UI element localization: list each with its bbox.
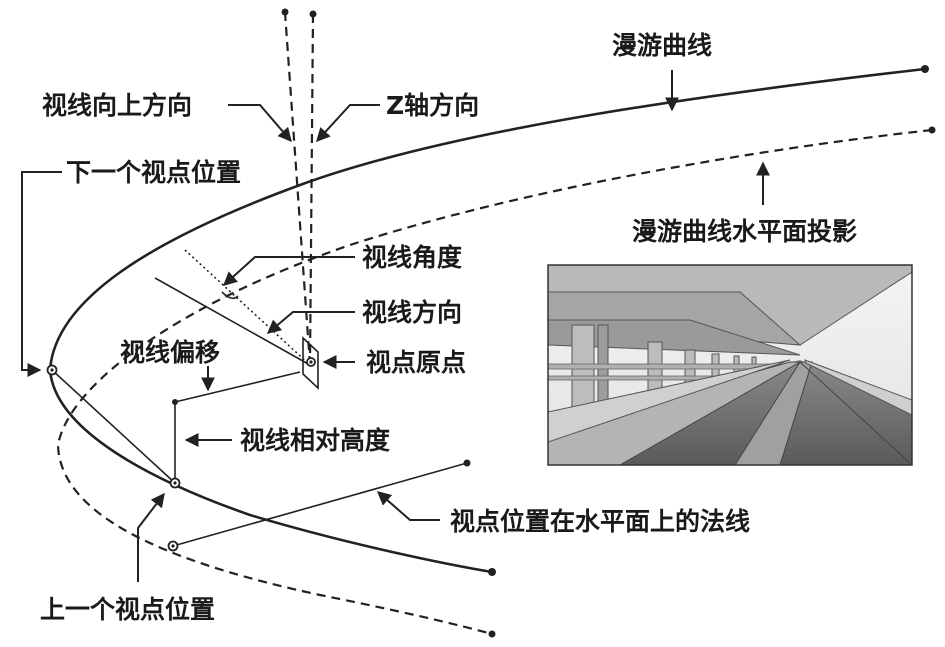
leader-up-direction — [228, 104, 292, 143]
z-axis-line — [308, 13, 315, 366]
curve-start-point — [488, 568, 496, 576]
label-up-direction: 视线向上方向 — [42, 91, 192, 120]
label-normal-line: 视点位置在水平面上的法线 — [450, 507, 750, 536]
label-curve-projection: 漫游曲线水平面投影 — [632, 217, 857, 246]
label-view-offset: 视线偏移 — [120, 338, 220, 367]
view-direction-line — [154, 277, 311, 366]
label-prev-viewpoint: 上一个视点位置 — [40, 595, 215, 624]
label-next-viewpoint: 下一个视点位置 — [66, 158, 241, 187]
curve-end-point — [921, 65, 929, 73]
normal-line — [172, 462, 468, 547]
label-view-origin: 视点原点 — [366, 348, 466, 377]
leader-prev-viewpoint — [137, 492, 165, 582]
projected-viewpoint-center — [171, 544, 175, 548]
viewpoint-chord — [51, 369, 176, 484]
inset-render — [548, 265, 912, 465]
z-axis-tip — [309, 10, 317, 18]
view-origin-center — [309, 360, 313, 364]
leader-view-direction — [266, 311, 355, 334]
up-direction-tip — [281, 8, 289, 16]
prev-viewpoint-center — [173, 481, 177, 485]
next-viewpoint-center — [50, 368, 54, 372]
normal-line-end — [463, 459, 471, 467]
view-angle-reference — [184, 249, 311, 366]
inset-frame — [547, 264, 913, 466]
label-view-direction: 视线方向 — [362, 298, 462, 327]
projection-start-point — [488, 630, 496, 638]
view-angle-arc — [221, 291, 239, 300]
leader-view-angle — [222, 256, 355, 286]
leader-normal-line — [376, 491, 440, 521]
projection-end-point — [928, 126, 936, 134]
roam-curve — [48, 67, 926, 574]
roam-curve-projection — [56, 128, 933, 636]
leader-next-viewpoint — [21, 171, 62, 377]
label-z-axis: Z轴方向 — [386, 91, 479, 120]
label-roam-curve: 漫游曲线 — [612, 31, 712, 60]
leader-z-axis — [316, 104, 380, 143]
view-offset-line — [174, 371, 301, 403]
label-view-angle: 视线角度 — [362, 243, 462, 272]
view-plane — [302, 336, 319, 390]
label-relative-height: 视线相对高度 — [240, 426, 390, 455]
